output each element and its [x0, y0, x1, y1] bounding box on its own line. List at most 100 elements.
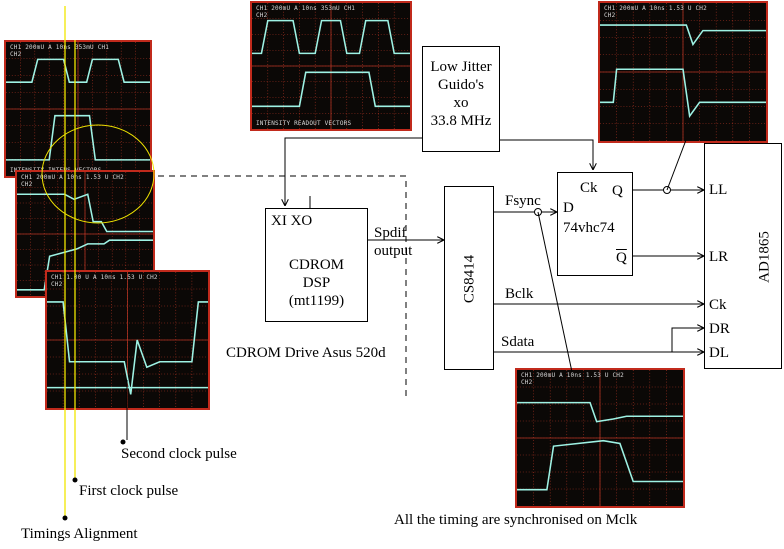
scope-f-mode: A	[559, 372, 563, 379]
scope-e-time: 10ns	[649, 5, 665, 12]
scope-f-trig: 1.53 U	[585, 372, 609, 379]
cs8414-receiver-box: CS8414	[444, 186, 494, 370]
ad1865-dac-box: LL LR Ck DR DL AD1865	[704, 143, 782, 369]
scope-e-trace-1	[600, 24, 766, 47]
dac-lr-pin: LR	[709, 249, 729, 265]
scope-b-trig: 1.53 U	[85, 174, 109, 181]
scope-capture-f: CH1 200mU A 10ns 1.53 U CH2 CH2	[515, 368, 685, 508]
scope-e-ch2-label: CH2	[604, 12, 616, 19]
scope-c-chan: CH2	[146, 274, 158, 281]
second-clock-pulse-label: Second clock pulse	[121, 446, 237, 462]
scope-b-volts: 200mU	[36, 174, 56, 181]
scope-c-time: 10ns	[100, 274, 116, 281]
scope-f-volts: 200mU	[536, 372, 556, 379]
scope-a-time: 10ns	[55, 44, 71, 51]
scope-d-ch2-label: CH2	[256, 12, 268, 19]
scope-f-ch2-label: CH2	[521, 379, 533, 386]
scope-e-trig: 1.53 U	[668, 5, 692, 12]
fsync-signal-label: Fsync	[505, 193, 541, 209]
scope-d-menu-vectors: VECTORS	[324, 120, 352, 127]
scope-d-menu-readout: READOUT	[294, 120, 321, 127]
scope-b-mode: A	[59, 174, 63, 181]
scope-d-chan: CH1	[343, 5, 356, 12]
scope-f-time: 10ns	[566, 372, 582, 379]
scope-d-menu-intensity: INTENSITY	[256, 120, 291, 127]
scope-capture-e: CH1 200mU A 10ns 1.53 U CH2 CH2	[598, 1, 768, 143]
dsp-line-2: DSP	[302, 275, 331, 291]
scope-c-screen	[47, 272, 208, 408]
dac-ck-pin: Ck	[709, 297, 727, 313]
drive-caption: CDROM Drive Asus 520d	[226, 345, 386, 361]
scope-a-volts: 200mU	[25, 44, 45, 51]
scope-f-screen	[517, 370, 683, 506]
scope-c-mode: A	[92, 274, 97, 281]
oscillator-frequency: 33.8 MHz	[430, 113, 492, 129]
scope-a-trig: 353mU	[74, 44, 94, 51]
scope-e-volts: 200mU	[619, 5, 639, 12]
bclk-signal-label: Bclk	[505, 286, 534, 302]
scope-f-chan: CH2	[612, 372, 624, 379]
oscillator-line-3: xo	[453, 95, 469, 111]
flipflop-74vhc74-box: Ck Q D 74vhc74 Q	[557, 172, 633, 276]
scope-e-ch1-label: CH1	[604, 5, 616, 12]
scope-b-ch1-label: CH1	[21, 174, 33, 181]
dsp-xi-xo-pins: XI XO	[271, 213, 313, 229]
dsp-part-number: (mt1199)	[288, 293, 345, 309]
scope-d-ch1-label: CH1	[256, 5, 268, 12]
scope-a-chan: CH1	[97, 44, 110, 51]
scope-b-time: 10ns	[66, 174, 82, 181]
scope-f-trace-2	[517, 439, 683, 491]
cs8414-label: CS8414	[461, 254, 478, 304]
scope-a-ch1-label: CH1	[10, 44, 22, 51]
q-probe-lead	[666, 139, 687, 191]
scope-f-ch1-label: CH1	[521, 372, 533, 379]
spdif-label: Spdif	[374, 225, 407, 241]
scope-capture-a: CH1 200mU A 10ns 353mU CH1 CH2 INTENSITY…	[4, 40, 152, 178]
scope-a-mode: A	[48, 44, 52, 51]
first-clock-dot	[72, 477, 78, 483]
scope-c-volts: 1.00 U	[66, 274, 90, 281]
flipflop-qbar-pin: Q	[616, 250, 627, 266]
cdrom-dsp-box: XI XO CDROM DSP (mt1199)	[265, 208, 368, 322]
scope-d-screen	[252, 3, 410, 129]
dac-dr-pin: DR	[709, 321, 730, 337]
mclk-sync-note: All the timing are synchronised on Mclk	[394, 512, 638, 528]
scope-b-ch2-label: CH2	[21, 181, 33, 188]
flipflop-q-pin: Q	[612, 183, 623, 199]
oscillator-line-1: Low Jitter	[430, 59, 492, 75]
scope-capture-c: CH1 1.00 U A 10ns 1.53 U CH2 CH2	[45, 270, 210, 410]
timings-alignment-label: Timings Alignment	[21, 526, 138, 542]
scope-c-ch2-label: CH2	[51, 281, 63, 288]
alignment-dot	[62, 515, 68, 521]
scope-d-time: 10ns	[301, 5, 317, 12]
flipflop-d-pin: D	[563, 200, 574, 216]
scope-a-ch2-label: CH2	[10, 51, 22, 58]
scope-e-trace-2	[600, 68, 766, 119]
oscillator-to-dsp-wire	[285, 137, 422, 206]
sdata-to-dr-wire	[671, 328, 704, 352]
flipflop-ck-pin: Ck	[580, 180, 598, 196]
flipflop-part-name: 74vhc74	[563, 220, 615, 236]
scope-a-screen	[6, 42, 150, 176]
q-probe-point	[663, 186, 671, 194]
scope-e-screen	[600, 3, 766, 141]
scope-c-trig: 1.53 U	[119, 274, 143, 281]
scope-d-menu: INTENSITY READOUT VECTORS	[256, 120, 406, 127]
spdif-output-label: output	[374, 243, 413, 259]
scope-capture-d: CH1 200mU A 10ns 353mU CH1 CH2 INTENSITY…	[250, 1, 412, 131]
scope-d-trace-2	[252, 71, 410, 108]
scope-a-trace-1	[6, 58, 150, 83]
scope-d-mode: A	[294, 5, 298, 12]
scope-e-mode: A	[642, 5, 646, 12]
second-clock-dot	[120, 439, 126, 445]
sdata-signal-label: Sdata	[501, 334, 535, 350]
scope-d-trace-1	[252, 19, 410, 55]
scope-f-trace-1	[517, 401, 683, 423]
scope-d-volts: 200mU	[271, 5, 291, 12]
oscillator-box: Low Jitter Guido's xo 33.8 MHz	[422, 46, 500, 152]
scope-d-trig: 353mU	[320, 5, 340, 12]
ad1865-label: AD1865	[756, 231, 773, 283]
oscillator-to-flipflop-wire	[500, 139, 593, 170]
dac-ll-pin: LL	[709, 182, 728, 198]
dac-dl-pin: DL	[709, 345, 729, 361]
